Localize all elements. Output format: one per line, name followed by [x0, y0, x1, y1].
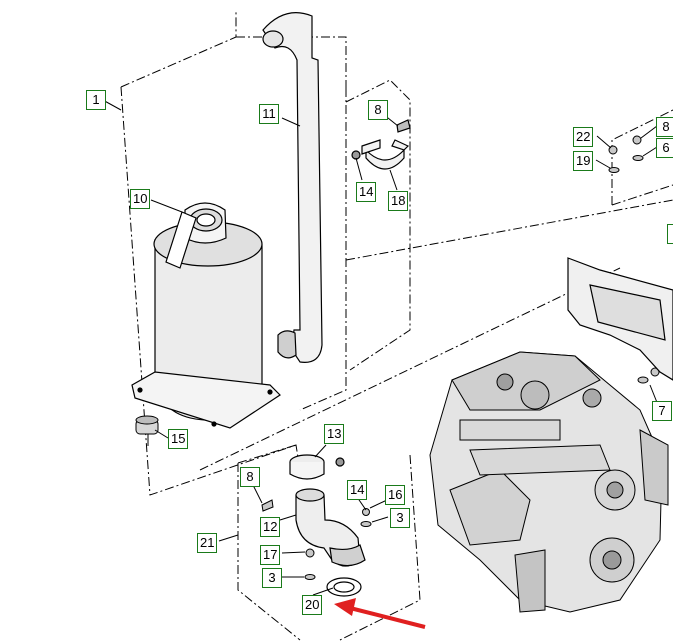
- callout-clipped-right: [667, 224, 673, 244]
- lower-clamp: [289, 454, 345, 480]
- callout-8-right[interactable]: 8: [656, 117, 673, 137]
- callout-8-lower[interactable]: 8: [240, 467, 260, 487]
- callout-21[interactable]: 21: [197, 533, 218, 553]
- callout-17[interactable]: 17: [260, 545, 281, 565]
- callout-18[interactable]: 18: [388, 191, 409, 211]
- callout-13[interactable]: 13: [324, 424, 345, 444]
- callout-10[interactable]: 10: [130, 189, 151, 209]
- highlight-arrow: [334, 598, 426, 629]
- callout-7[interactable]: 7: [652, 401, 672, 421]
- engine-block: [429, 351, 669, 613]
- callout-15[interactable]: 15: [168, 429, 189, 449]
- callout-11[interactable]: 11: [259, 104, 279, 124]
- callout-1[interactable]: 1: [86, 90, 106, 110]
- callout-14-lower[interactable]: 14: [347, 480, 368, 500]
- callout-3-right[interactable]: 3: [390, 508, 410, 528]
- gasket: [326, 577, 362, 597]
- callout-12[interactable]: 12: [260, 517, 281, 537]
- callout-22[interactable]: 22: [573, 127, 594, 147]
- callout-20[interactable]: 20: [302, 595, 323, 615]
- callout-8-upper[interactable]: 8: [368, 100, 388, 120]
- callout-19[interactable]: 19: [573, 151, 594, 171]
- engine-bracket: [567, 257, 673, 381]
- elbow-pipe: [295, 488, 366, 567]
- callout-14-upper[interactable]: 14: [356, 182, 377, 202]
- callout-6[interactable]: 6: [656, 138, 673, 158]
- callout-16[interactable]: 16: [385, 485, 406, 505]
- tail-pipe: [262, 12, 323, 363]
- muffler: [131, 202, 281, 429]
- callout-3-left[interactable]: 3: [262, 568, 282, 588]
- fasteners: [261, 135, 660, 580]
- upper-clamp: [351, 119, 411, 170]
- isolator-mount: [135, 415, 159, 446]
